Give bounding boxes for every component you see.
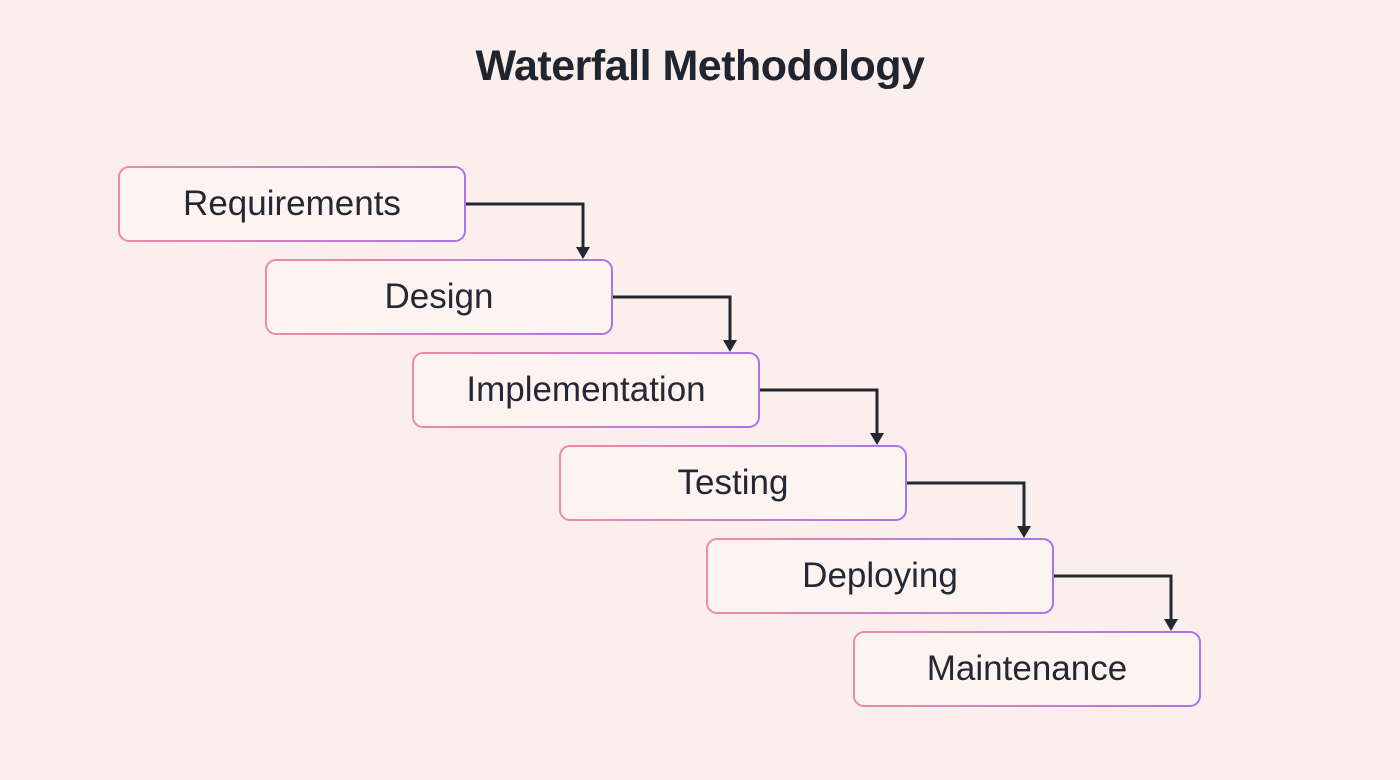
stage-label: Requirements [183, 184, 401, 223]
stage-node: Testing [559, 445, 907, 521]
stage-node: Design [265, 259, 613, 335]
stage-node-inner: Requirements [120, 168, 464, 240]
stage-node-inner: Implementation [414, 354, 758, 426]
arrowhead-icon [1017, 526, 1031, 538]
stage-label: Implementation [466, 370, 706, 409]
arrowhead-icon [723, 340, 737, 352]
stage-label: Deploying [802, 556, 958, 595]
arrowhead-icon [1164, 619, 1178, 631]
connector-line [613, 295, 732, 342]
arrowhead-icon [576, 247, 590, 259]
stage-label: Testing [677, 463, 789, 502]
arrowhead-icon [870, 433, 884, 445]
stage-label: Maintenance [926, 649, 1128, 688]
stage-node-inner: Maintenance [855, 633, 1199, 705]
stage-node: Implementation [412, 352, 760, 428]
stage-node-inner: Design [267, 261, 611, 333]
stage-node: Requirements [118, 166, 466, 242]
diagram-title: Waterfall Methodology [475, 42, 925, 90]
stage-node-inner: Testing [561, 447, 905, 519]
stage-node-inner: Deploying [708, 540, 1052, 612]
connector-line [907, 481, 1026, 528]
stage-node: Maintenance [853, 631, 1201, 707]
connector-line [466, 202, 585, 249]
connector-line [760, 388, 879, 435]
stage-node: Deploying [706, 538, 1054, 614]
stage-label: Design [384, 277, 494, 316]
connector-line [1054, 574, 1173, 621]
